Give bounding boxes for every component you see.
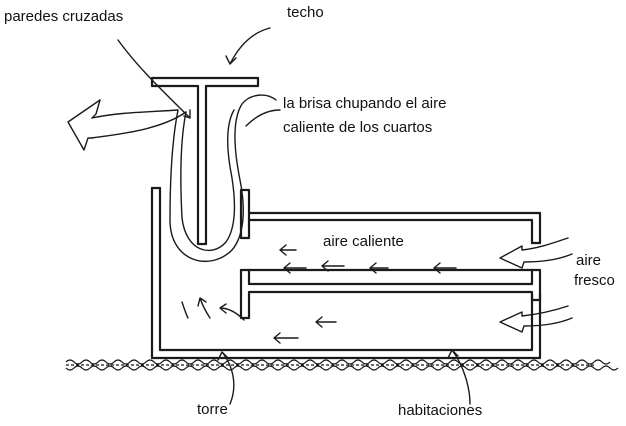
label-aire: aire [576, 252, 602, 269]
label-aire-caliente: aire caliente [323, 233, 404, 250]
label-brisa-line1: la brisa chupando el aire [283, 95, 447, 112]
hot-air-arrows [279, 244, 457, 274]
label-brisa-line2: caliente de los cuartos [283, 119, 433, 136]
label-techo: techo [287, 4, 324, 21]
upper-room [247, 211, 542, 245]
ground-line [65, 359, 619, 371]
label-habitaciones: habitaciones [398, 402, 483, 419]
lower-air-arrows [181, 297, 337, 344]
roof-and-cross-walls [150, 76, 260, 246]
fresh-air-arrows [499, 237, 573, 333]
label-leaders [117, 27, 471, 405]
tower-right-wall [239, 188, 251, 240]
label-paredes-cruzadas: paredes cruzadas [4, 8, 124, 25]
breeze-flow-curve [67, 94, 277, 263]
label-torre: torre [197, 401, 228, 418]
label-fresco: fresco [574, 272, 615, 289]
middle-floor [239, 268, 542, 320]
